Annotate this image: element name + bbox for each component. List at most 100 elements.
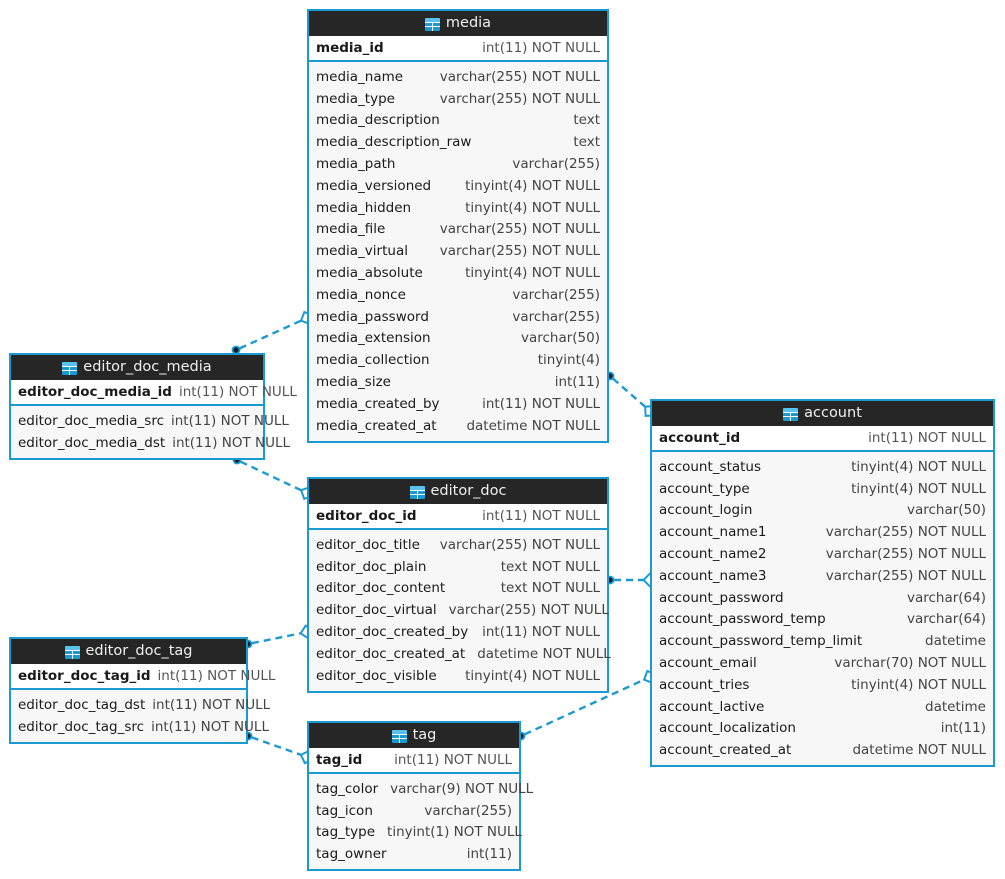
- entity-editor-doc-tag[interactable]: editor_doc_tag editor_doc_tag_id int(11)…: [9, 637, 275, 744]
- entity-editor-doc[interactable]: editor_doc editor_doc_id int(11) NOT NUL…: [307, 477, 611, 693]
- column-type: varchar(255) NOT NULL: [439, 536, 600, 553]
- column-name: editor_doc_id: [316, 508, 417, 524]
- column-type: int(11) NOT NULL: [178, 384, 297, 400]
- entity-account[interactable]: account account_id int(11) NOT NULL acco…: [650, 399, 995, 768]
- relationship-editor_doc_tag-to-tag: [243, 731, 315, 765]
- column-type: tinyint(4) NOT NULL: [465, 199, 600, 216]
- primary-key-row[interactable]: editor_doc_tag_id int(11) NOT NULL: [11, 664, 275, 690]
- entity-editor-doc-media[interactable]: editor_doc_media editor_doc_media_id int…: [9, 353, 297, 460]
- primary-key-row[interactable]: editor_doc_media_id int(11) NOT NULL: [11, 380, 297, 406]
- column-name: editor_doc_visible: [316, 667, 437, 684]
- primary-key-row[interactable]: editor_doc_id int(11) NOT NULL: [309, 504, 607, 530]
- entity-title: editor_doc: [430, 483, 507, 499]
- entity-header-editor-doc-media: editor_doc_media: [11, 355, 263, 380]
- column-name: editor_doc_plain: [316, 558, 427, 575]
- column-name: media_name: [316, 68, 404, 85]
- column-name: account_lactive: [659, 698, 765, 715]
- column-type: varchar(50): [906, 502, 986, 519]
- primary-key-row[interactable]: account_id int(11) NOT NULL: [652, 426, 993, 452]
- entity-header-media: media: [309, 11, 607, 36]
- column-name: media_created_by: [316, 395, 440, 412]
- entity-media[interactable]: media media_id int(11) NOT NULL media_na…: [307, 9, 609, 443]
- field-row[interactable]: account_name2 varchar(255) NOT NULL: [652, 543, 993, 565]
- column-type: tinyint(4) NOT NULL: [851, 458, 986, 475]
- column-name: editor_doc_content: [316, 580, 446, 597]
- field-row[interactable]: editor_doc_plain text NOT NULL: [309, 556, 607, 578]
- column-name: media_password: [316, 308, 429, 325]
- column-type: varchar(255): [512, 156, 600, 173]
- entity-header-editor-doc: editor_doc: [309, 479, 607, 504]
- column-type: varchar(255) NOT NULL: [825, 546, 986, 563]
- column-type: int(11) NOT NULL: [482, 508, 600, 524]
- column-type: varchar(255) NOT NULL: [448, 602, 609, 619]
- column-type: text NOT NULL: [500, 558, 600, 575]
- primary-key-row[interactable]: tag_id int(11) NOT NULL: [309, 748, 519, 774]
- entity-title: tag: [412, 727, 437, 743]
- entity-header-tag: tag: [309, 723, 519, 748]
- column-name: editor_doc_media_dst: [18, 434, 166, 451]
- column-type: varchar(255) NOT NULL: [439, 243, 600, 260]
- column-type: int(11) NOT NULL: [394, 752, 512, 768]
- column-type: int(11) NOT NULL: [172, 434, 291, 451]
- column-name: media_size: [316, 374, 391, 391]
- column-name: account_name2: [659, 546, 767, 563]
- field-row[interactable]: editor_doc_media_dst int(11) NOT NULL: [11, 432, 290, 454]
- primary-key-row[interactable]: media_id int(11) NOT NULL: [309, 36, 607, 62]
- column-type: tinyint(1) NOT NULL: [387, 824, 522, 841]
- column-name: media_collection: [316, 352, 430, 369]
- column-name: editor_doc_created_at: [316, 645, 466, 662]
- entity-title: editor_doc_media: [83, 359, 212, 375]
- column-name: editor_doc_media_id: [18, 384, 172, 400]
- column-type: int(11) NOT NULL: [171, 412, 289, 429]
- entity-title: editor_doc_tag: [85, 643, 193, 659]
- entity-header-editor-doc-tag: editor_doc_tag: [11, 639, 246, 664]
